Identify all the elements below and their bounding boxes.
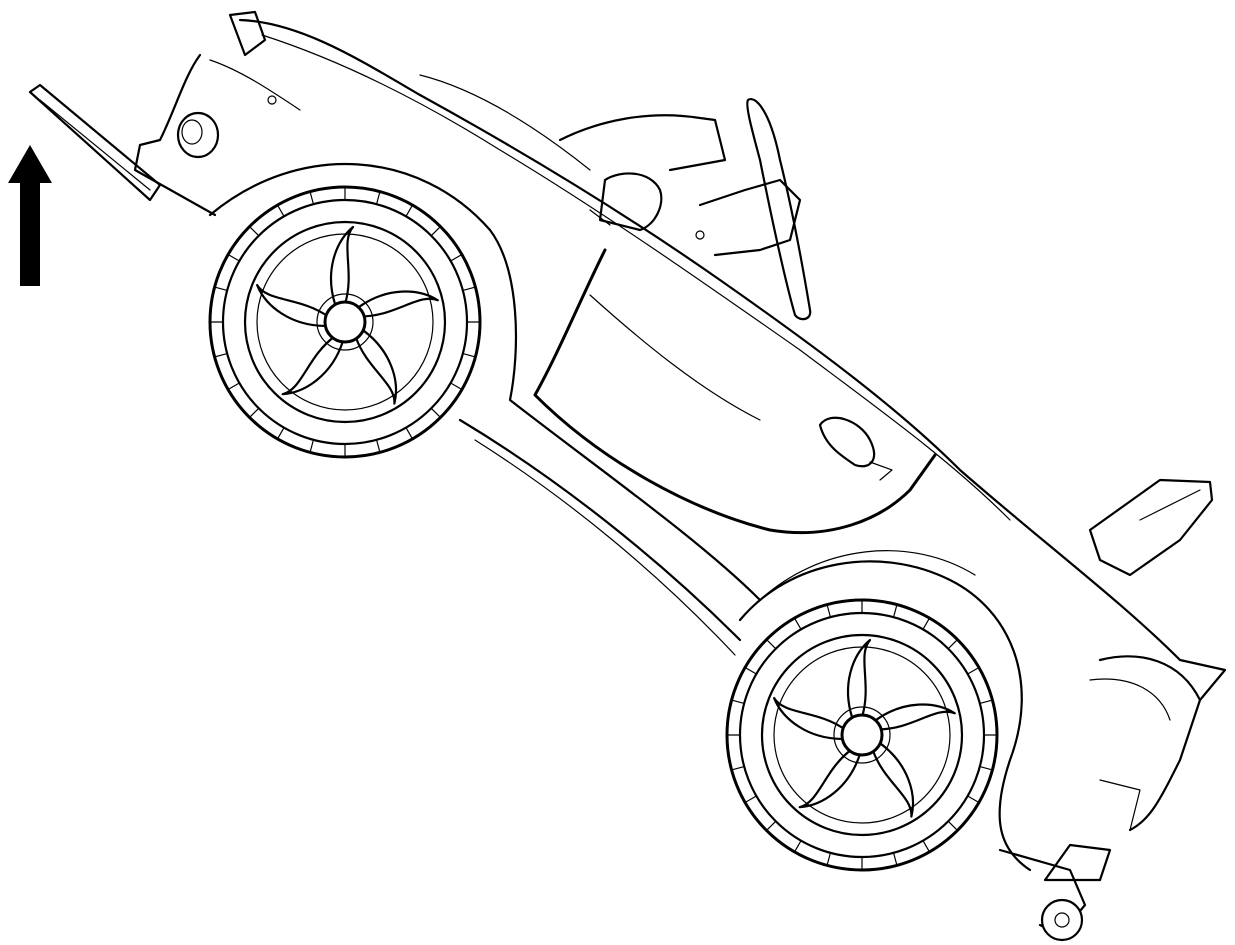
front-wheel — [208, 185, 482, 459]
front-plate — [28, 83, 162, 202]
windshield-frame — [558, 114, 727, 232]
rear-spoiler — [1088, 478, 1214, 577]
car-body — [133, 10, 1227, 872]
door-panel — [533, 248, 937, 535]
caster-wheel — [998, 843, 1112, 942]
lift-arrow — [8, 145, 52, 286]
steering-wheel — [695, 98, 812, 321]
rear-wheel — [725, 598, 999, 872]
